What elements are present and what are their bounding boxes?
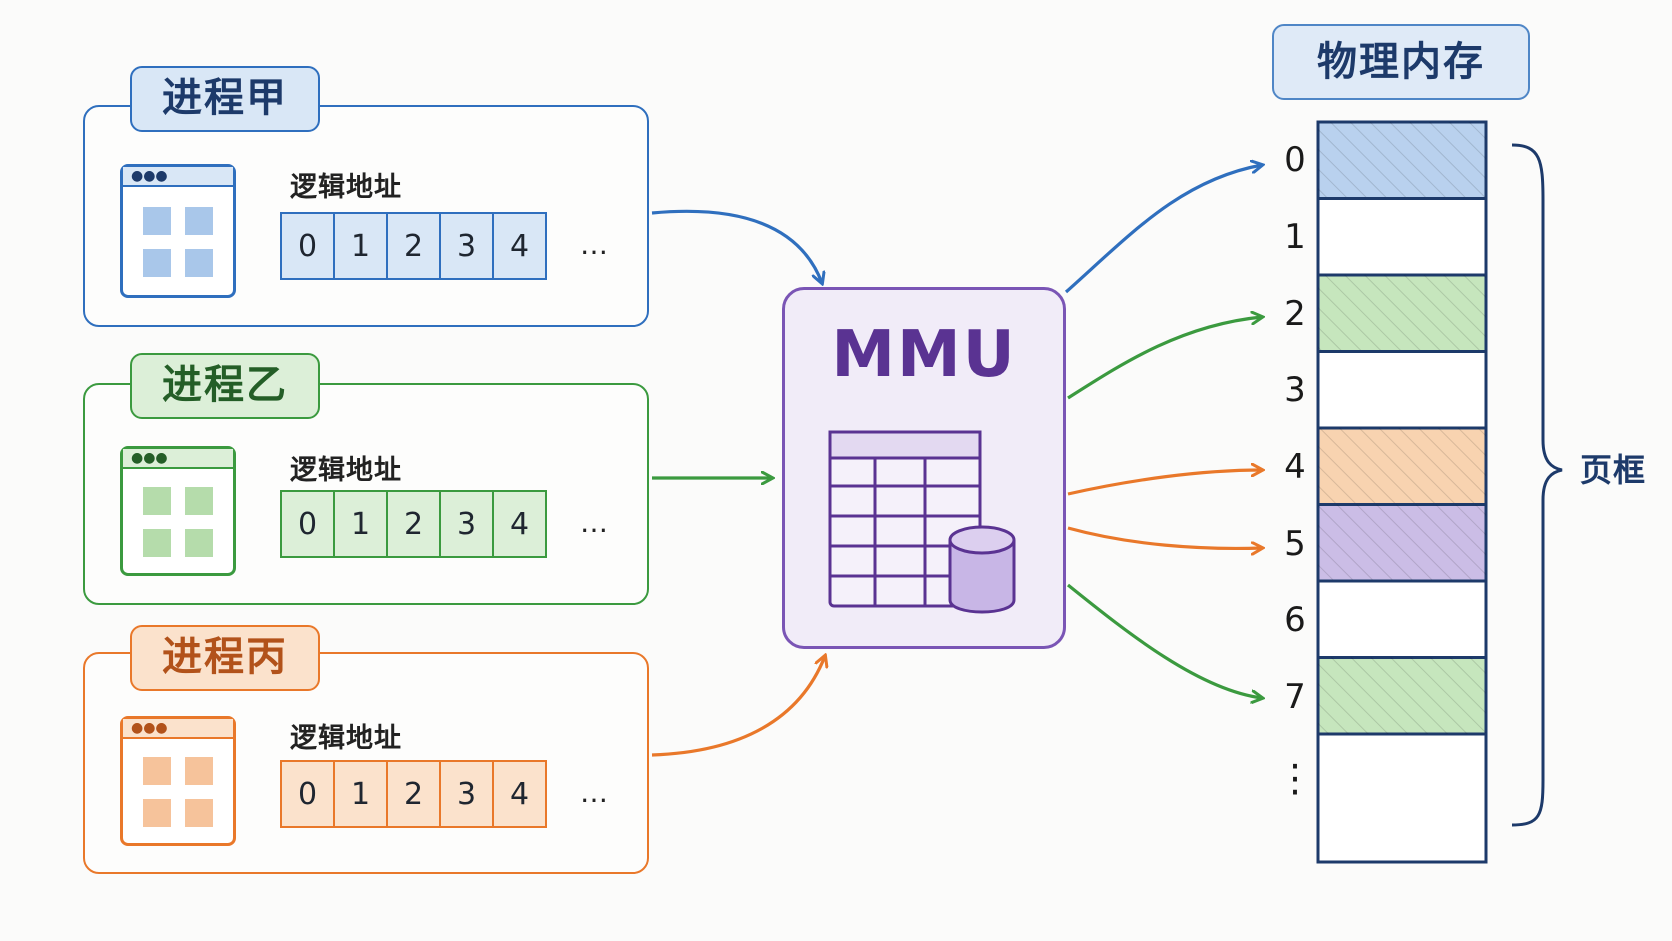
page-cell: 3 <box>439 490 494 558</box>
frame-label: 页框 <box>1580 451 1647 489</box>
frame-continuation: ⋮ <box>1276 756 1314 800</box>
arrow-mmu-to-frame-4 <box>1067 470 1262 496</box>
process-b-address-label: 逻辑地址 <box>290 455 402 486</box>
page-cell: 4 <box>492 212 547 280</box>
arrow-proc-a-to-mmu <box>651 209 822 283</box>
page-cell: 0 <box>280 212 335 280</box>
frame-number: 3 <box>1284 370 1306 410</box>
process-b-more: … <box>580 506 609 539</box>
process-a-pages: 0 1 2 3 4 <box>280 212 547 280</box>
page-cell: 1 <box>333 760 388 828</box>
process-c-more: … <box>580 776 609 809</box>
arrow-mmu-to-frame-0 <box>1064 165 1262 294</box>
page-cell: 0 <box>280 760 335 828</box>
memory-frame-1 <box>1316 197 1488 277</box>
process-c-title: 进程丙 <box>130 625 320 691</box>
process-b-title: 进程乙 <box>130 353 320 419</box>
frame-number: 7 <box>1284 677 1306 717</box>
page-cell: 0 <box>280 490 335 558</box>
process-b-pages: 0 1 2 3 4 <box>280 490 547 558</box>
mmu-title: MMU <box>831 318 1017 392</box>
app-window-icon: ●●● <box>120 164 236 298</box>
arrow-proc-c-to-mmu <box>651 656 825 757</box>
arrow-mmu-to-frame-7 <box>1066 583 1262 698</box>
process-a-more: … <box>580 228 609 261</box>
process-c-pages: 0 1 2 3 4 <box>280 760 547 828</box>
process-a-title: 进程甲 <box>130 66 320 132</box>
page-cell: 2 <box>386 760 441 828</box>
memory-frame-hatch <box>1318 122 1486 199</box>
frame-number: 0 <box>1284 140 1306 180</box>
page-cell: 3 <box>439 760 494 828</box>
page-cell: 2 <box>386 212 441 280</box>
arrow-mmu-to-frame-5 <box>1067 526 1262 548</box>
page-cell: 4 <box>492 760 547 828</box>
page-cell: 1 <box>333 490 388 558</box>
page-cell: 4 <box>492 490 547 558</box>
page-cell: 1 <box>333 212 388 280</box>
memory-frame-6 <box>1316 579 1488 659</box>
frame-number: 2 <box>1284 294 1306 334</box>
memory-frame-hatch <box>1318 428 1486 505</box>
memory-frame-hatch <box>1318 275 1486 352</box>
arrow-mmu-to-frame-2 <box>1067 317 1262 400</box>
physical-memory-title: 物理内存 <box>1272 24 1530 100</box>
app-window-icon: ●●● <box>120 716 236 846</box>
process-c-address-label: 逻辑地址 <box>290 723 402 754</box>
page-cell: 3 <box>439 212 494 280</box>
frame-number: 4 <box>1284 447 1306 487</box>
process-a-address-label: 逻辑地址 <box>290 172 402 203</box>
memory-column <box>1316 120 1488 864</box>
memory-frame-hatch <box>1318 657 1486 734</box>
frame-number: 6 <box>1284 600 1306 640</box>
memory-frame-hatch <box>1318 504 1486 581</box>
app-window-icon: ●●● <box>120 446 236 576</box>
page-cell: 2 <box>386 490 441 558</box>
memory-frame-3 <box>1316 350 1488 430</box>
frame-number: 5 <box>1284 524 1306 564</box>
frame-number: 1 <box>1284 217 1306 257</box>
frames-brace <box>1511 143 1563 827</box>
